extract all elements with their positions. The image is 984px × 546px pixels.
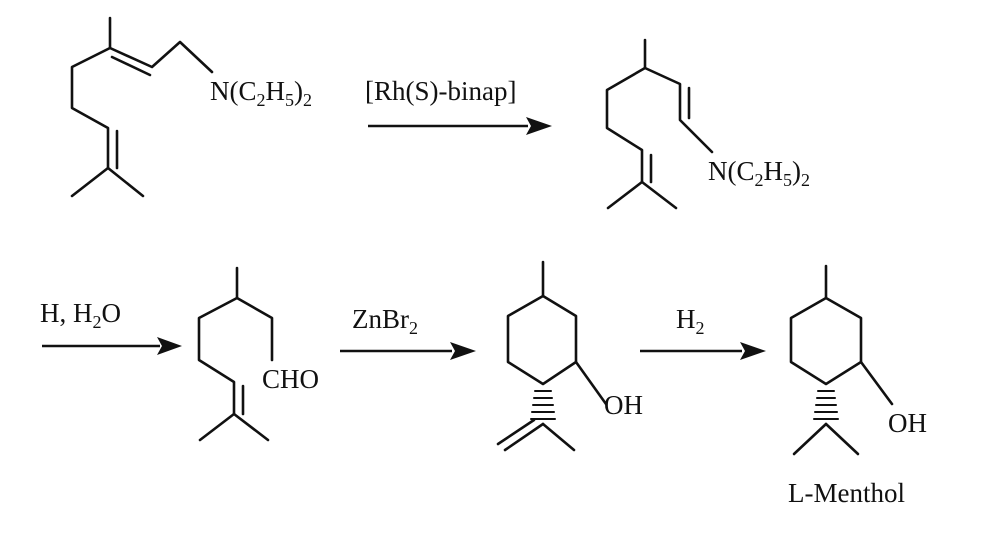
product-name: L-Menthol [788,478,905,508]
amine-group-label-2: N(C2H5)2 [708,156,810,190]
reagent-label-3: ZnBr2 [352,304,418,338]
hydroxyl-label-2: OH [888,408,927,438]
molecule-diethylgeranylamine: N(C2H5)2 [70,16,312,198]
aldehyde-label: CHO [262,364,319,394]
reaction-arrow-1: [Rh(S)-binap] [365,76,552,135]
reagent-label-1: [Rh(S)-binap] [365,76,516,106]
molecule-citronellal: CHO [197,266,319,442]
hashed-wedge-bond-1 [530,390,556,420]
molecule-isopulegol: OH [496,260,643,452]
reagent-label-2: H, H2O [40,298,121,332]
reaction-arrow-2: H, H2O [40,298,182,355]
molecule-menthol: OH L-Menthol [788,264,927,508]
reaction-arrow-3: ZnBr2 [340,304,476,360]
reaction-arrow-4: H2 [640,304,766,360]
molecule-enamine: N(C2H5)2 [605,38,810,210]
reagent-label-4: H2 [676,304,705,338]
hashed-wedge-bond-2 [813,390,839,420]
amine-group-label-1: N(C2H5)2 [210,76,312,110]
hydroxyl-label-1: OH [604,390,643,420]
